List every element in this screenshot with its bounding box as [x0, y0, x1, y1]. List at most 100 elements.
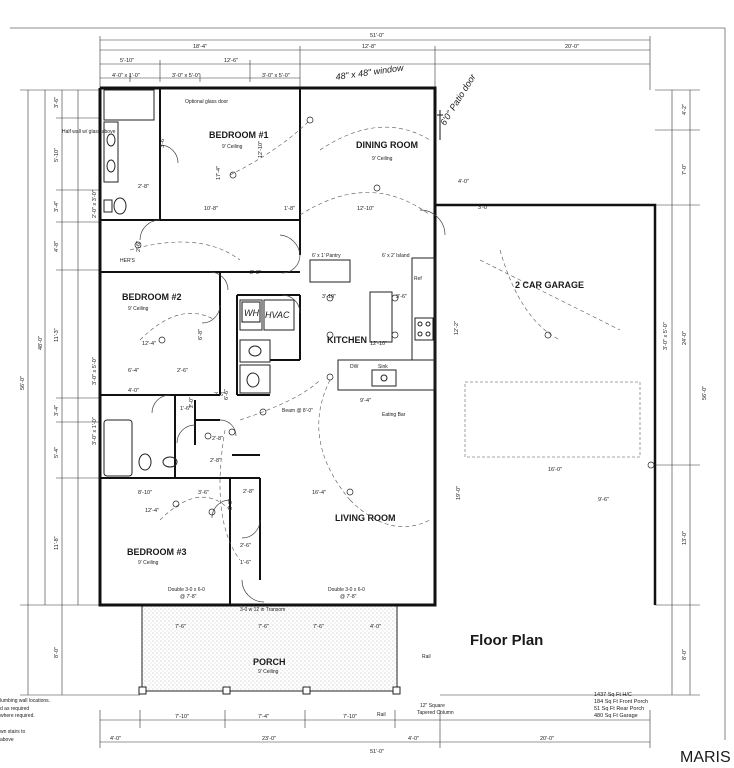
dim-hall-j: 2'-0": [189, 397, 195, 408]
dim-bath-c: 3'-6": [160, 137, 166, 148]
dimension-texts: 51'-0" 18'-4" 12'-8" 20'-0" 5'-10" 12'-6…: [20, 33, 708, 755]
window-bed3-label: Double 3-0 x 6-0: [168, 587, 205, 593]
dim-hall-e: 3'-0": [228, 499, 234, 510]
dim-left-g: 5'-4": [54, 447, 60, 458]
dim-left-e: 11'-3": [54, 328, 60, 342]
dim-top-e: 12'-6": [224, 58, 238, 64]
garage-door-outline: [464, 381, 641, 458]
handwritten-wh: WH: [244, 308, 259, 318]
dim-bath-a: 2'-8": [138, 184, 149, 190]
dim-top-h: 3'-0" x 5'-0": [262, 73, 290, 79]
dim-left-i: 8'-0": [54, 647, 60, 658]
hers-label: HER'S: [120, 258, 136, 264]
left-note-3: where required.: [0, 713, 35, 719]
dim-hall-k: 2'-8": [212, 436, 223, 442]
left-note-5: above: [0, 737, 14, 743]
rail-bottom-label: Rail: [377, 712, 386, 718]
dim-bottom-a: 23'-0": [262, 736, 276, 742]
dim-right-f: 8'-0": [682, 649, 688, 660]
dw-label: DW: [350, 364, 359, 370]
bedroom1-name: BEDROOM #1: [209, 130, 269, 140]
bedroom3-name: BEDROOM #3: [127, 547, 187, 557]
dim-right-c: 12'-2": [454, 321, 460, 335]
dim-kitchen-b: 3'-6": [396, 294, 407, 300]
sink-label: Sink: [378, 364, 388, 370]
dim-left-h: 11'-8": [54, 536, 60, 550]
dim-hall-c: 1'-6": [180, 406, 191, 412]
dim-bed1-w: 10'-8": [204, 206, 218, 212]
dim-hall-d: 2'-6": [214, 392, 225, 398]
dimension-lines-left: [20, 89, 140, 696]
dim-left-d: 4'-8": [54, 241, 60, 252]
dim-right-e: 13'-0": [682, 531, 688, 545]
ref-label: Ref: [414, 276, 422, 282]
dim-right-d: 24'-0": [682, 331, 688, 345]
dim-hall-g: 2'-6": [240, 543, 251, 549]
dim-bed2-d: 4'-0": [128, 388, 139, 394]
dim-bed2-w: 12'-4": [142, 341, 156, 347]
dim-top-c: 20'-0": [565, 44, 579, 50]
dim-bed2-c: 6'-6": [224, 389, 230, 400]
dim-top-g: 3'-0" x 5'-0": [172, 73, 200, 79]
dim-bed1-h2: 17'-4": [216, 166, 222, 180]
stat-rear-porch: 51 Sq Ft Rear Porch: [594, 706, 644, 712]
porch-area: [141, 604, 398, 692]
half-wall-label: Half wall w/ glass above: [62, 129, 116, 135]
dim-kitchen-a: 3'-10": [322, 294, 336, 300]
dim-living-h: 19'-0": [456, 486, 462, 500]
dim-hall-f: 2'-8": [210, 458, 221, 464]
left-note-4: wn stairs to: [0, 729, 26, 735]
dim-top-d: 5'-10": [120, 58, 134, 64]
rail-right-label: Rail: [422, 654, 431, 660]
dim-left-main: 48'-0": [38, 336, 44, 350]
interior-walls: [100, 88, 301, 605]
dim-bottom-total: 51'-0": [370, 749, 384, 755]
porch-columns: [138, 686, 401, 695]
dim-top-f: 4'-0" x 1'-0": [112, 73, 140, 79]
garage-walls: [435, 203, 657, 605]
dim-bed1-h: 12'-10": [258, 141, 264, 158]
plan-title: Floor Plan: [470, 632, 543, 649]
dim-bed2-h: 6'-8": [198, 329, 204, 340]
handwritten-hvac: HVAC: [265, 310, 290, 320]
dim-kitchen-c: 9'-4": [360, 398, 371, 404]
dim-top-total: 51'-0": [370, 33, 384, 39]
dim-top-b: 12'-8": [362, 44, 376, 50]
dim-top-a: 18'-4": [193, 44, 207, 50]
dim-bed3-b: 3'-6": [198, 490, 209, 496]
handwritten-marks: [241, 110, 443, 323]
optional-glass-label: Optional glass door: [185, 99, 228, 105]
left-note-1: lumbing wall locations.: [0, 698, 50, 704]
dim-left-l: 3'-0" x 1'-0": [92, 417, 98, 445]
dim-porch-c: 7'-6": [313, 624, 324, 630]
dim-bath-b: 2'-6": [136, 241, 142, 252]
porch-ceiling: 9' Ceiling: [258, 669, 279, 675]
dim-left-a: 3'-6": [54, 97, 60, 108]
bedroom1-ceiling: 9' Ceiling: [222, 144, 243, 150]
house-walls: [98, 86, 437, 607]
dim-kitchen-w: 12'-10": [370, 341, 387, 347]
dim-hall-b: 1'-8": [284, 206, 295, 212]
window-living-label: Double 3-0 x 6-0: [328, 587, 365, 593]
dim-bed2-b: 2'-6": [177, 368, 188, 374]
dimension-lines-bottom: [99, 710, 651, 748]
garage-name: 2 CAR GARAGE: [515, 280, 584, 290]
dim-right-h: 3'-0" x 5'-0": [663, 322, 669, 350]
transom-label: 3-0 w 12 in Transom: [240, 607, 285, 613]
dim-porch-a: 7'-6": [175, 624, 186, 630]
dim-right-g: 56'-0": [702, 386, 708, 400]
bedroom2-name: BEDROOM #2: [122, 292, 182, 302]
handwritten-window: 48" x 48" window: [335, 62, 405, 81]
bath-fixtures: [103, 89, 295, 477]
window-living-height: @ 7'-8": [340, 594, 357, 600]
dim-living-w: 16'-4": [312, 490, 326, 496]
stat-garage: 480 Sq Ft Garage: [594, 713, 638, 719]
dim-bottom-b: 20'-0": [540, 736, 554, 742]
stat-front-porch: 184 Sq Ft Front Porch: [594, 699, 648, 705]
dim-garage-w: 16'-0": [548, 467, 562, 473]
dim-garage-dim2: 4'-0": [458, 179, 469, 185]
watermark-logo: MARIS: [680, 749, 731, 766]
dim-left-j: 2'-0" x 3'-0": [92, 190, 98, 218]
dim-right-a: 4'-2": [682, 104, 688, 115]
dim-dining-w: 12'-10": [357, 206, 374, 212]
